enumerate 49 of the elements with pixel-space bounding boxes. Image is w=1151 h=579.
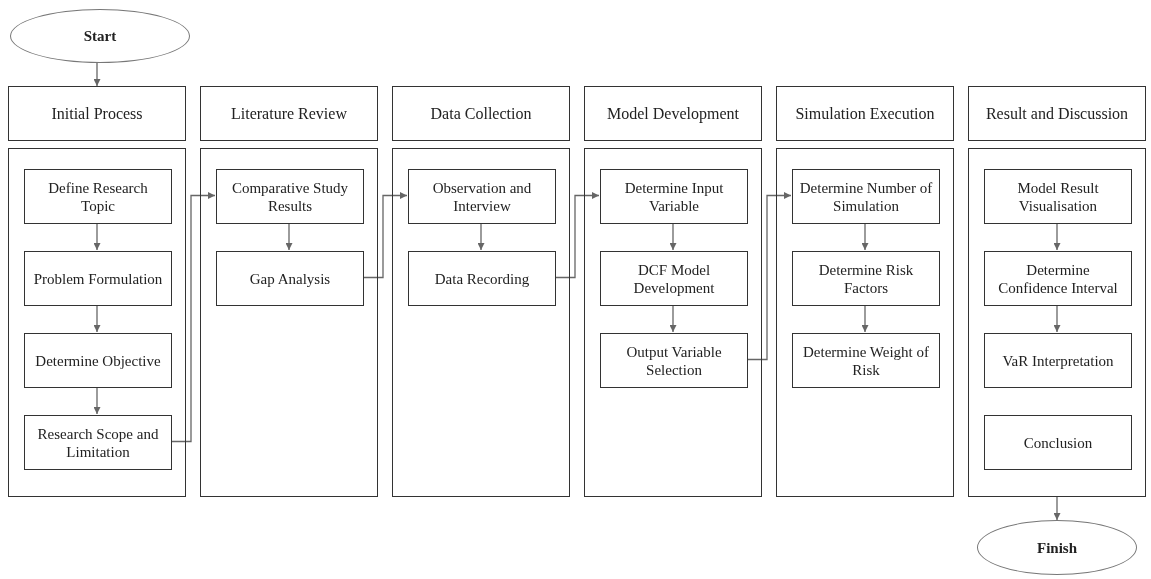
stage-header-box: Model Development xyxy=(584,86,762,141)
stage-header-box: Simulation Execution xyxy=(776,86,954,141)
terminal-ellipse: Start xyxy=(10,9,190,63)
process-box: Determine Objective xyxy=(24,333,172,388)
stage-panel xyxy=(584,148,762,497)
arrow xyxy=(1053,304,1061,333)
process-box: Model Result Visualisation xyxy=(984,169,1132,224)
arrow xyxy=(861,304,869,333)
arrow xyxy=(93,304,101,333)
process-box: Determine Risk Factors xyxy=(792,251,940,306)
process-box: Determine Number of Simulation xyxy=(792,169,940,224)
process-box: VaR Interpretation xyxy=(984,333,1132,388)
stage-header-box: Literature Review xyxy=(200,86,378,141)
arrow xyxy=(477,222,485,251)
arrow xyxy=(669,304,677,333)
arrow xyxy=(362,192,408,279)
arrow xyxy=(170,192,216,443)
arrow xyxy=(93,222,101,251)
arrow xyxy=(1053,496,1061,521)
arrow xyxy=(746,192,792,361)
arrow xyxy=(861,222,869,251)
stage-header-box: Result and Discussion xyxy=(968,86,1146,141)
stage-panel xyxy=(392,148,570,497)
process-box: Determine Confidence Interval xyxy=(984,251,1132,306)
stage-panel xyxy=(200,148,378,497)
process-box: Research Scope and Limitation xyxy=(24,415,172,470)
process-box: Determine Input Variable xyxy=(600,169,748,224)
process-box: Observation and Interview xyxy=(408,169,556,224)
process-box: Conclusion xyxy=(984,415,1132,470)
process-box: Comparative Study Results xyxy=(216,169,364,224)
process-box: Determine Weight of Risk xyxy=(792,333,940,388)
arrow xyxy=(285,222,293,251)
process-box: Data Recording xyxy=(408,251,556,306)
arrow xyxy=(554,192,600,279)
arrow xyxy=(1053,222,1061,251)
stage-panel xyxy=(8,148,186,497)
process-box: DCF Model Development xyxy=(600,251,748,306)
process-box: Gap Analysis xyxy=(216,251,364,306)
stage-header-box: Data Collection xyxy=(392,86,570,141)
arrow xyxy=(93,62,101,87)
arrow xyxy=(93,386,101,415)
stage-header-box: Initial Process xyxy=(8,86,186,141)
terminal-ellipse: Finish xyxy=(977,520,1137,575)
process-box: Problem Formulation xyxy=(24,251,172,306)
process-box: Output Variable Selection xyxy=(600,333,748,388)
stage-panel xyxy=(776,148,954,497)
process-box: Define Research Topic xyxy=(24,169,172,224)
arrow xyxy=(669,222,677,251)
stage-panel xyxy=(968,148,1146,497)
